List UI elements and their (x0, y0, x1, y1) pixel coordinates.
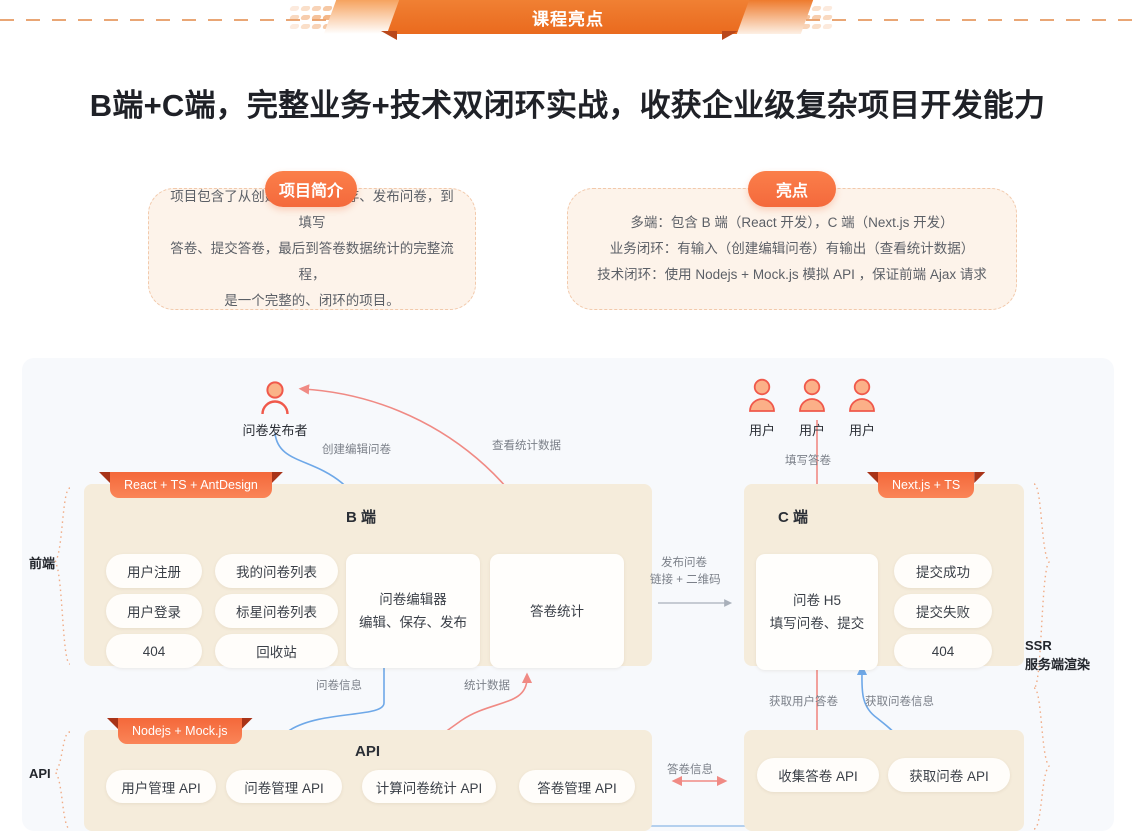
banner-title: 课程亮点 (532, 9, 604, 29)
node-submit-fail[interactable]: 提交失败 (894, 594, 992, 628)
banner-dot (289, 6, 300, 11)
node-user-manage-api[interactable]: 用户管理 API (106, 770, 216, 803)
node-submit-success[interactable]: 提交成功 (894, 554, 992, 588)
edge-label-publish-1: 发布问卷 (661, 557, 707, 569)
highlight-line-3: 技术闭环：使用 Nodejs + Mock.js 模拟 API ，保证前端 Aj… (597, 267, 987, 282)
top-banner: 课程亮点 (0, 0, 1135, 40)
banner-dot (822, 15, 833, 20)
group-title-c-end: C 端 (778, 509, 809, 526)
intro-card-pill: 项目简介 (265, 171, 357, 207)
node-starred-survey-list[interactable]: 标星问卷列表 (215, 594, 338, 628)
user-person-icon-3 (849, 378, 875, 412)
edge-label-view-stats: 查看统计数据 (492, 440, 561, 452)
node-collect-answer-api[interactable]: 收集答卷 API (757, 758, 879, 792)
user-person-icon-1 (749, 378, 775, 412)
node-404-b[interactable]: 404 (106, 634, 202, 668)
edge-label-fill-answer: 填写答卷 (785, 455, 831, 467)
node-recycle-bin[interactable]: 回收站 (215, 634, 338, 668)
edge-label-create-edit: 创建编辑问卷 (322, 444, 391, 456)
node-survey-editor[interactable]: 问卷编辑器 编辑、保存、发布 (346, 554, 480, 668)
node-my-survey-list[interactable]: 我的问卷列表 (215, 554, 338, 588)
banner-dot (300, 24, 311, 29)
banner-dot (822, 24, 833, 29)
tag-nodejs-mockjs: Nodejs + Mock.js (107, 718, 253, 744)
tag-wing-left-api (107, 718, 118, 729)
side-label-api: API (29, 766, 51, 781)
edge-label-stats-data: 统计数据 (464, 680, 510, 692)
banner-dot (811, 6, 822, 11)
tag-wing-right-c (974, 472, 986, 483)
publisher-label: 问卷发布者 (242, 423, 308, 438)
node-answer-statistics[interactable]: 答卷统计 (490, 554, 624, 668)
banner-dot (311, 24, 322, 29)
architecture-diagram: 前端 API SSR 服务端渲染 问卷发布者 用户 用户 用户 创建编辑问卷 查… (22, 358, 1114, 831)
node-survey-h5[interactable]: 问卷 H5 填写问卷、提交 (756, 554, 878, 670)
banner-dot (289, 15, 300, 20)
highlight-card: 多端：包含 B 端（React 开发），C 端（Next.js 开发） 业务闭环… (567, 188, 1017, 310)
banner-dot (289, 24, 300, 29)
tag-react-ts-antdesign: React + TS + AntDesign (99, 472, 283, 498)
tag-nodejs-label: Nodejs + Mock.js (132, 724, 228, 738)
banner-dot (300, 15, 311, 20)
node-survey-editor-line1: 问卷编辑器 (379, 592, 447, 607)
edge-label-get-user-answer: 获取用户答卷 (769, 696, 838, 708)
node-404-c[interactable]: 404 (894, 634, 992, 668)
tag-nextjs-ts: Next.js + TS (867, 472, 986, 498)
page-title: B端+C端，完整业务+技术双闭环实战，收获企业级复杂项目开发能力 (89, 88, 1046, 123)
group-title-api: API (355, 743, 381, 760)
intro-line-3: 是一个完整的、闭环的项目。 (224, 293, 400, 308)
banner-dot (311, 6, 322, 11)
node-calc-survey-stats-api[interactable]: 计算问卷统计 API (362, 770, 496, 803)
highlight-card-body: 多端：包含 B 端（React 开发），C 端（Next.js 开发） 业务闭环… (568, 210, 1016, 288)
user-person-icon-2 (799, 378, 825, 412)
banner-dot (300, 6, 311, 11)
node-survey-h5-line1: 问卷 H5 (792, 593, 841, 608)
node-answer-manage-api[interactable]: 答卷管理 API (519, 770, 635, 803)
edge-label-publish-2: 链接 + 二维码 (650, 574, 721, 586)
banner-notch-right (722, 31, 738, 40)
node-survey-manage-api[interactable]: 问卷管理 API (226, 770, 342, 803)
tag-wing-right (271, 472, 283, 483)
tag-wing-left-c (867, 472, 878, 483)
node-answer-statistics-line1: 答卷统计 (530, 603, 584, 619)
user-label-2: 用户 (798, 423, 825, 438)
node-get-survey-api[interactable]: 获取问卷 API (888, 758, 1010, 792)
edge-label-survey-info: 问卷信息 (316, 680, 362, 692)
banner-dot (311, 15, 322, 20)
banner-title-wrap: 课程亮点 (393, 0, 743, 34)
node-survey-h5-line2: 填写问卷、提交 (769, 616, 865, 631)
banner-dot (811, 24, 822, 29)
user-label-1: 用户 (748, 423, 775, 438)
tag-nextjs-label: Next.js + TS (892, 478, 961, 492)
side-label-ssr-2: 服务端渲染 (1025, 657, 1091, 672)
banner-dot (811, 15, 822, 20)
node-user-register[interactable]: 用户注册 (106, 554, 202, 588)
intro-line-2: 答卷、提交答卷，最后到答卷数据统计的完整流程， (170, 241, 454, 282)
edge-label-answer-info: 答卷信息 (667, 764, 713, 776)
node-survey-editor-line2: 编辑、保存、发布 (359, 615, 467, 630)
node-user-login[interactable]: 用户登录 (106, 594, 202, 628)
tag-react-label: React + TS + AntDesign (124, 478, 258, 492)
tag-wing-left (99, 472, 110, 483)
group-title-b-end: B 端 (346, 509, 377, 526)
user-label-3: 用户 (848, 423, 875, 438)
banner-notch-left (381, 31, 397, 40)
highlight-line-1: 多端：包含 B 端（React 开发），C 端（Next.js 开发） (630, 215, 954, 230)
edge-label-get-survey-info: 获取问卷信息 (865, 696, 934, 708)
publisher-person-icon (261, 381, 289, 415)
highlight-card-pill: 亮点 (748, 171, 836, 207)
side-label-ssr-1: SSR (1025, 638, 1052, 653)
tag-wing-right-api (241, 718, 253, 729)
highlight-line-2: 业务闭环：有输入（创建编辑问卷）有输出（查看统计数据） (609, 241, 975, 256)
side-label-frontend: 前端 (29, 556, 56, 571)
banner-dot (822, 6, 833, 11)
